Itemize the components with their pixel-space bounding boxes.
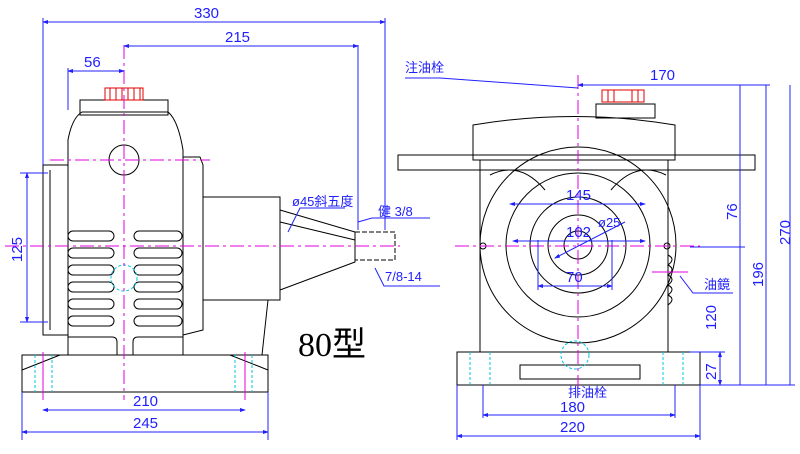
motor-adapter [202, 196, 281, 301]
front-dimensions: 注油栓 170 145 102 ø25 70 76 196 270 120 27… [405, 60, 795, 440]
front-top-cap [472, 116, 676, 161]
dim-196: 196 [750, 262, 767, 287]
note-thread: 7/8-14 [385, 269, 422, 284]
dim-270: 270 [777, 220, 794, 245]
note-input-shaft: ø45斜五度 [292, 194, 353, 209]
dim-bore: ø25 [598, 215, 620, 230]
output-shaft [397, 154, 756, 171]
side-base [21, 354, 269, 393]
dim-125: 125 [9, 237, 26, 262]
dim-220: 220 [560, 419, 585, 436]
dim-330: 330 [194, 5, 219, 22]
dim-170: 170 [650, 67, 675, 84]
note-oil-fill-plug: 注油栓 [405, 60, 444, 75]
dim-102: 102 [566, 224, 591, 241]
front-view [397, 75, 756, 400]
note-key: 健 3/8 [378, 204, 413, 219]
side-top-cap [79, 99, 169, 116]
dim-215: 215 [225, 29, 250, 46]
drain-plug [560, 340, 590, 370]
model-title: 80型 [298, 327, 366, 364]
side-view [5, 45, 400, 400]
dim-210: 210 [133, 393, 158, 410]
dim-245: 245 [133, 415, 158, 432]
dim-145: 145 [566, 187, 591, 204]
front-housing [479, 160, 669, 353]
side-dimensions: 330 215 56 125 210 245 ø45斜五度 健 3/8 7/8-… [9, 5, 440, 440]
side-left-flange [42, 164, 69, 336]
input-shaft-taper [279, 209, 356, 291]
dim-180: 180 [560, 399, 585, 416]
front-fill-plug-knob [601, 89, 645, 103]
dim-56: 56 [84, 54, 101, 71]
dim-27: 27 [703, 363, 720, 380]
side-housing [67, 111, 184, 355]
dim-120: 120 [703, 305, 720, 330]
dim-70: 70 [566, 269, 583, 286]
note-oil-drain-plug: 排油栓 [568, 385, 607, 400]
dim-76: 76 [724, 203, 741, 220]
note-oil-sight-glass: 油鏡 [704, 277, 730, 292]
cooling-fins [67, 230, 183, 355]
side-right-flange [182, 156, 204, 336]
